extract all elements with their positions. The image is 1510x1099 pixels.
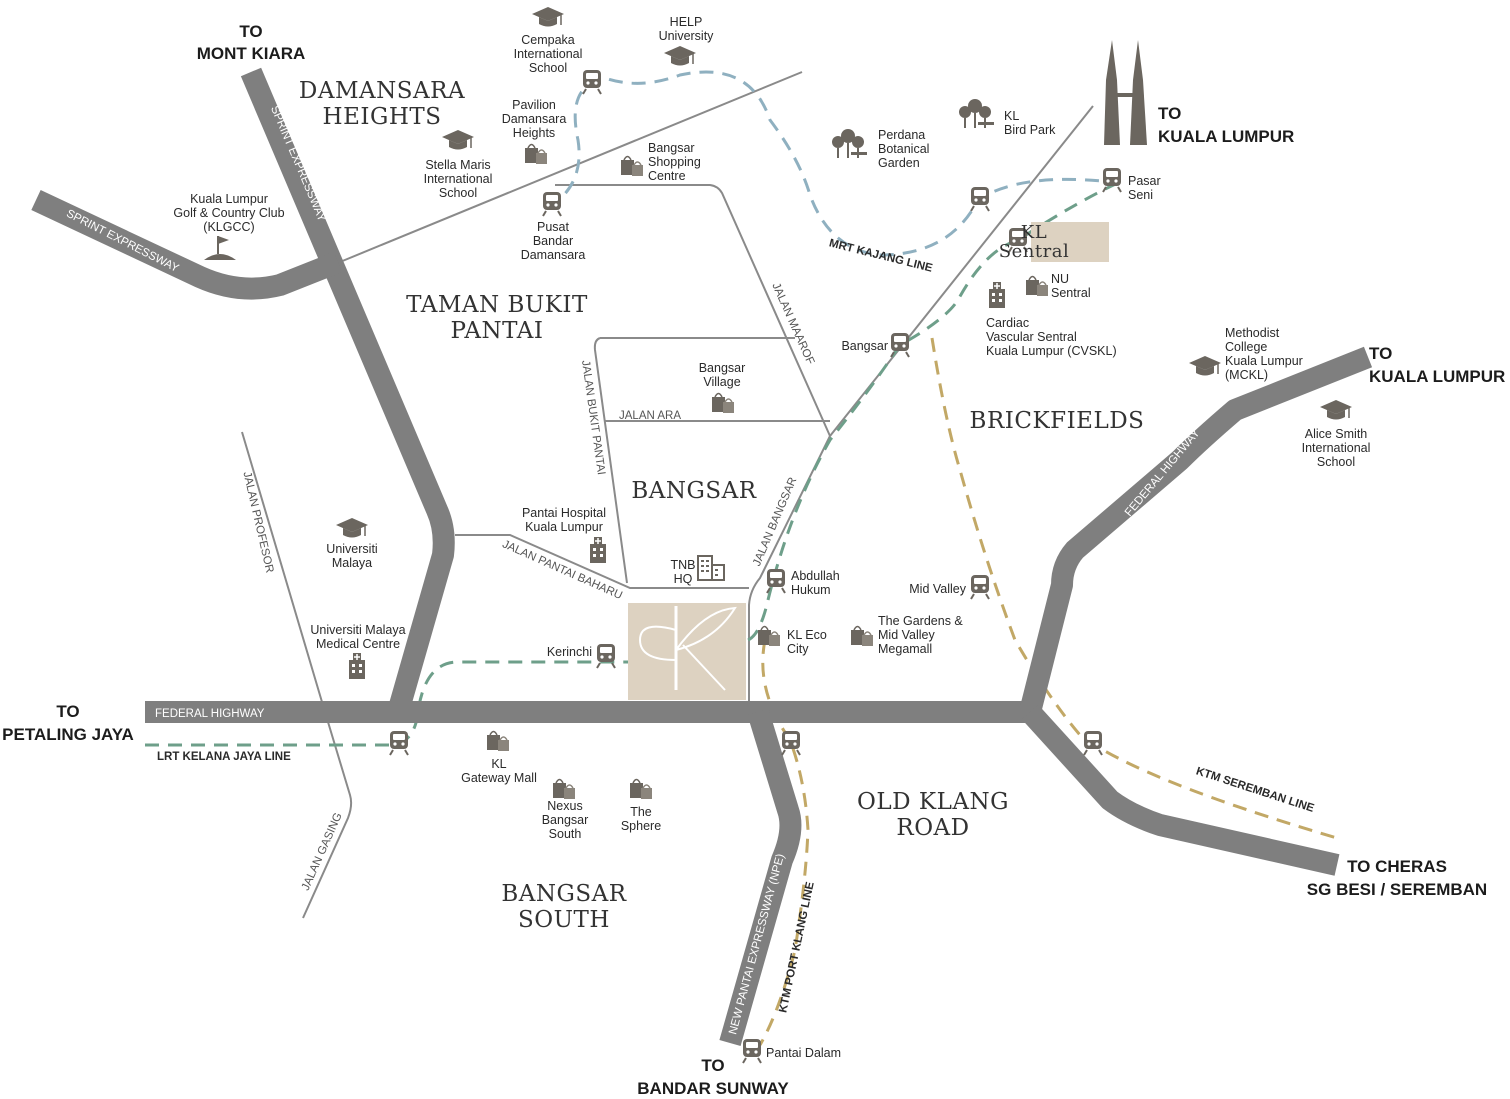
station-mid-valley: Mid Valley (909, 582, 966, 596)
hospital-icon (589, 536, 607, 564)
train-icon (890, 332, 910, 358)
train-icon (781, 730, 801, 756)
area-brickfields: BRICKFIELDS (970, 408, 1145, 434)
train-icon (596, 643, 616, 669)
hospital-icon (988, 281, 1006, 309)
train-icon (1083, 730, 1103, 756)
mrt-kajang-line (547, 70, 1113, 257)
golf-icon (203, 235, 237, 261)
train-icon (970, 186, 990, 212)
train-icon (1102, 167, 1122, 193)
shopping-bag-icon (486, 730, 510, 752)
area-bangsar: BANGSAR (631, 478, 756, 504)
train-icon (742, 1038, 762, 1064)
twin-towers-icon (1104, 40, 1147, 145)
train-icon (766, 568, 786, 594)
hospital-icon (348, 652, 366, 680)
park-icon (831, 128, 868, 159)
station-kerinchi: Kerinchi (547, 645, 592, 659)
train-icon (970, 574, 990, 600)
school-icon (663, 45, 697, 67)
shopping-bag-icon (629, 778, 653, 800)
shopping-bag-icon (757, 625, 781, 647)
shopping-bag-icon (1025, 275, 1049, 297)
building-icon (697, 555, 725, 581)
lrt-kelana-jaya-label: LRT KELANA JAYA LINE (157, 751, 291, 763)
school-icon (531, 6, 565, 28)
train-icon (542, 191, 562, 217)
road-jalan-bukit-pantai: JALAN BUKIT PANTAI (579, 359, 607, 475)
school-icon (1319, 399, 1353, 421)
shopping-bag-icon (850, 625, 874, 647)
station-pantai-dalam: Pantai Dalam (766, 1046, 841, 1060)
road-federal-highway-east: FEDERAL HIGHWAY (1123, 427, 1203, 519)
park-icon (958, 98, 995, 129)
road-jalan-gasing: JALAN GASING (300, 811, 345, 892)
station-bangsar: Bangsar (841, 339, 888, 353)
minor-roads (241, 71, 1094, 919)
road-federal-highway-west: FEDERAL HIGHWAY (155, 708, 265, 720)
shopping-bag-icon (711, 392, 735, 414)
shopping-bag-icon (552, 778, 576, 800)
ktm-seremban-label: KTM SEREMBAN LINE (1194, 765, 1315, 815)
road-jalan-ara: JALAN ARA (619, 410, 681, 422)
ktm-port-klang-label: KTM PORT KLANG LINE (777, 881, 817, 1014)
kl-sentral-highlight (1031, 222, 1109, 262)
shopping-bag-icon (620, 155, 644, 177)
road-sprint-expressway-west: SPRINT EXPRESSWAY (64, 208, 181, 275)
train-icon (582, 69, 602, 95)
school-icon (1188, 355, 1222, 377)
school-icon (441, 129, 475, 151)
brand-logo (628, 603, 746, 700)
mrt-kajang-label: MRT KAJANG LINE (828, 237, 934, 274)
train-icon (389, 730, 409, 756)
major-roads (31, 67, 1373, 1047)
shopping-bag-icon (524, 143, 548, 165)
school-icon (335, 517, 369, 539)
